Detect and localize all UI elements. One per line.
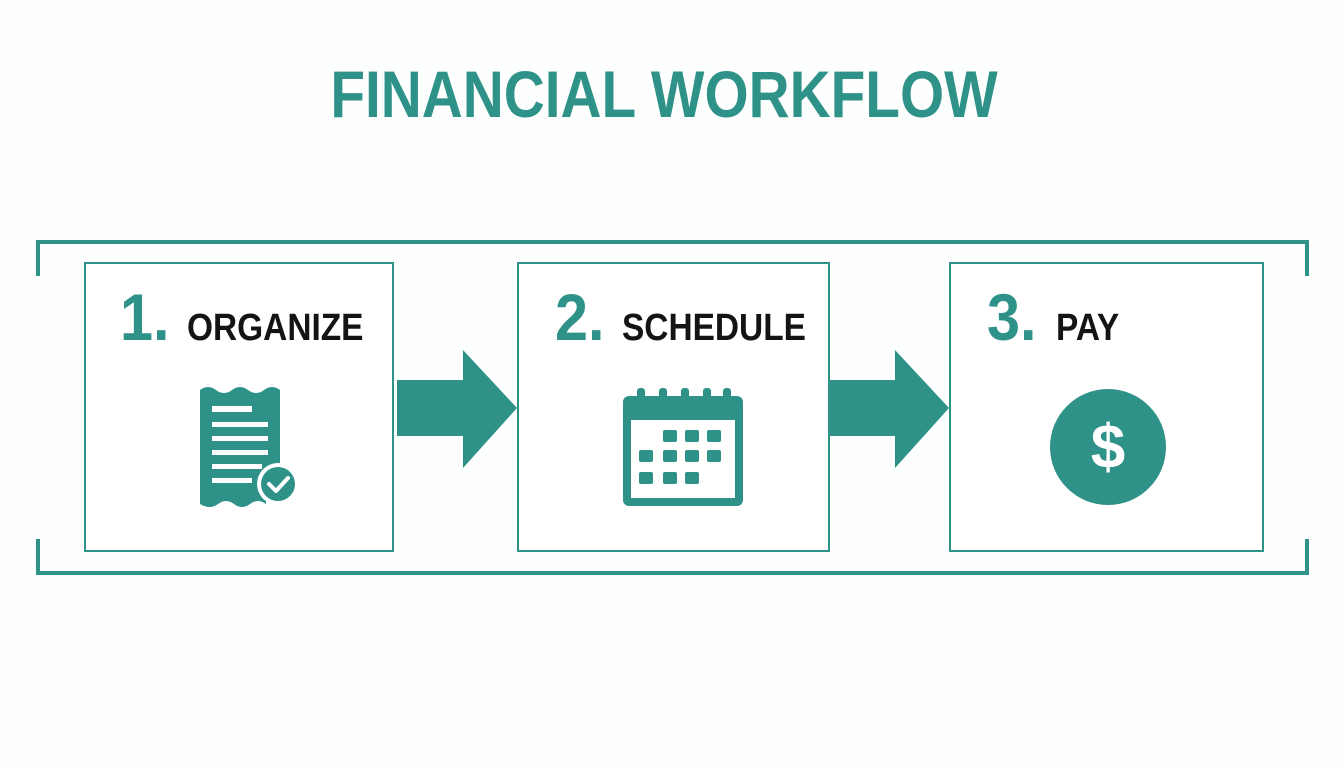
- arrow-right-icon: [397, 350, 517, 468]
- step-label: PAY: [1056, 307, 1120, 349]
- step-number: 3.: [987, 280, 1037, 354]
- step-label: SCHEDULE: [622, 307, 806, 349]
- workflow-frame: [36, 240, 1309, 575]
- calendar-icon: [623, 388, 743, 506]
- frame-corner-tr: [1305, 240, 1309, 276]
- step-label: ORGANIZE: [187, 307, 364, 349]
- frame-corner-tl: [36, 240, 40, 276]
- step-number: 2.: [555, 280, 605, 354]
- dollar-coin-icon: $: [1050, 389, 1166, 505]
- frame-corner-br: [1305, 539, 1309, 575]
- frame-top-line: [36, 240, 1309, 244]
- step-organize: 1. ORGANIZE: [84, 262, 394, 552]
- receipt-checkmark-icon: [200, 387, 299, 507]
- diagram-title: FINANCIAL WORKFLOW: [330, 57, 998, 131]
- step-pay: 3. PAY $: [949, 262, 1264, 552]
- frame-bottom-line: [36, 571, 1309, 575]
- step-number: 1.: [120, 280, 170, 354]
- svg-text:$: $: [1091, 413, 1125, 482]
- step-schedule: 2. SCHEDULE: [517, 262, 830, 552]
- frame-corner-bl: [36, 539, 40, 575]
- arrow-right-icon: [829, 350, 949, 468]
